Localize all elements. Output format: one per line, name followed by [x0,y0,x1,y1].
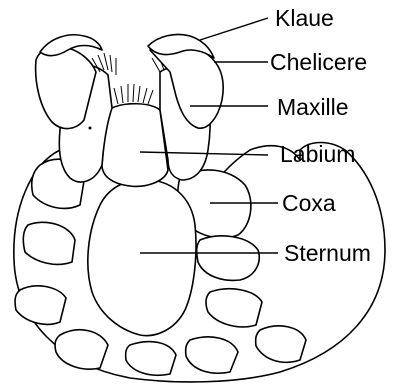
klaue-leader [200,18,268,40]
coxa-left-4 [55,330,108,369]
coxa-left-3 [15,286,66,325]
label-labium: Labium [280,141,355,167]
label-sternum: Sternum [284,240,371,266]
maxilla-spot [89,127,92,130]
label-maxille: Maxille [277,94,349,120]
label-coxa: Coxa [282,190,336,216]
label-chelicere: Chelicere [270,49,367,75]
sternum-shape [88,180,196,336]
labium-shape [102,104,168,187]
label-klaue: Klaue [275,5,334,31]
labium-bristles [114,84,153,104]
